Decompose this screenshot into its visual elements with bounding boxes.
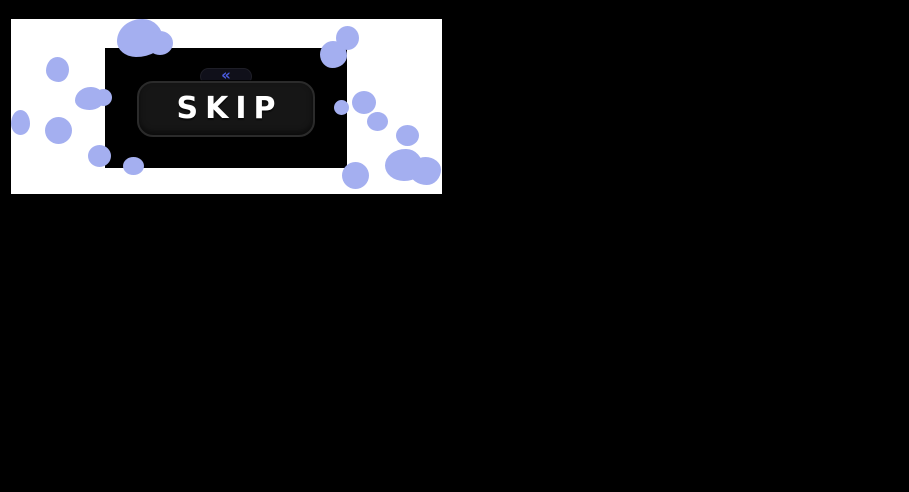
skip-button-label: SKIP [176,91,283,126]
ad-overlay-panel: « SKIP [105,48,347,168]
paint-blob [11,110,30,135]
paint-blob [352,91,376,114]
skip-button[interactable]: SKIP [137,81,315,137]
paint-blob [396,125,419,146]
paint-blob [45,117,72,144]
paint-blob [46,57,69,82]
paint-blob [336,26,359,50]
paint-blob [75,87,104,110]
paint-blob [410,157,441,185]
paint-blob [367,112,388,131]
double-chevron-left-icon: « [221,66,231,84]
ad-canvas: « SKIP [11,19,442,194]
paint-blob [385,149,423,181]
